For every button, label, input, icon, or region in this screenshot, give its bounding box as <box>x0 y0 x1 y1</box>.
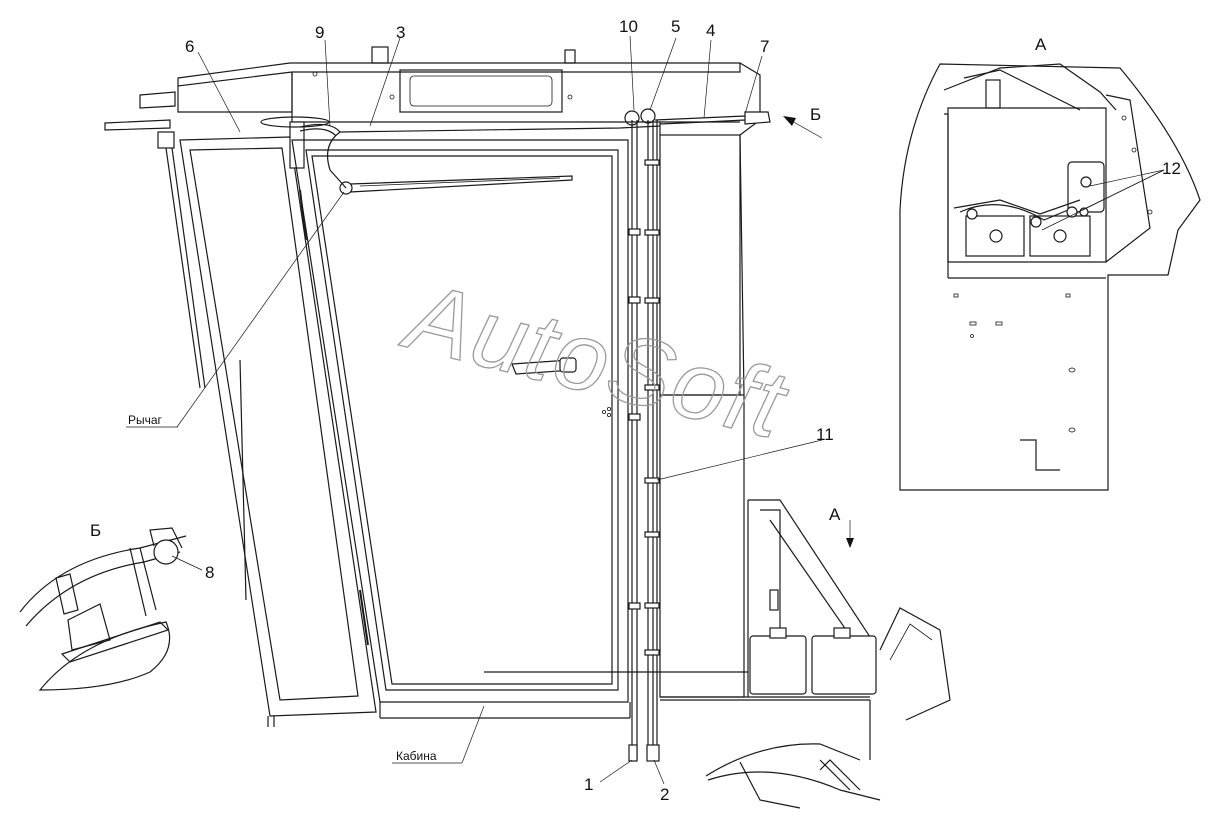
callout-1: 1 <box>584 775 593 794</box>
view-b-title: Б <box>90 521 101 540</box>
detail-view-b <box>19 527 187 691</box>
label-cabin: Кабина <box>396 749 437 763</box>
callout-9: 9 <box>315 23 324 42</box>
callout-10: 10 <box>619 17 638 36</box>
view-a-title: А <box>1035 35 1047 54</box>
callout-5: 5 <box>671 17 680 36</box>
view-a-arrow-label: А <box>829 505 841 524</box>
callout-3: 3 <box>396 23 405 42</box>
callout-7: 7 <box>760 37 769 56</box>
label-lever: Рычаг <box>128 413 163 427</box>
detail-view-a <box>899 63 1201 491</box>
callout-numbers: 1 2 3 4 5 6 7 8 9 10 11 12 <box>185 17 1181 804</box>
callout-8: 8 <box>205 563 214 582</box>
callout-2: 2 <box>660 785 669 804</box>
callout-12: 12 <box>1162 159 1181 178</box>
leader-lines <box>126 35 1165 785</box>
cabin-main-view <box>104 46 951 809</box>
view-b-arrow-label: Б <box>810 105 821 124</box>
view-labels: А Б А Б <box>90 35 1047 540</box>
watermark-text: AutoSoft <box>393 261 798 459</box>
callout-11: 11 <box>816 425 834 444</box>
callout-4: 4 <box>706 21 715 40</box>
part-labels: Рычаг Кабина <box>128 413 437 763</box>
callout-6: 6 <box>185 37 194 56</box>
